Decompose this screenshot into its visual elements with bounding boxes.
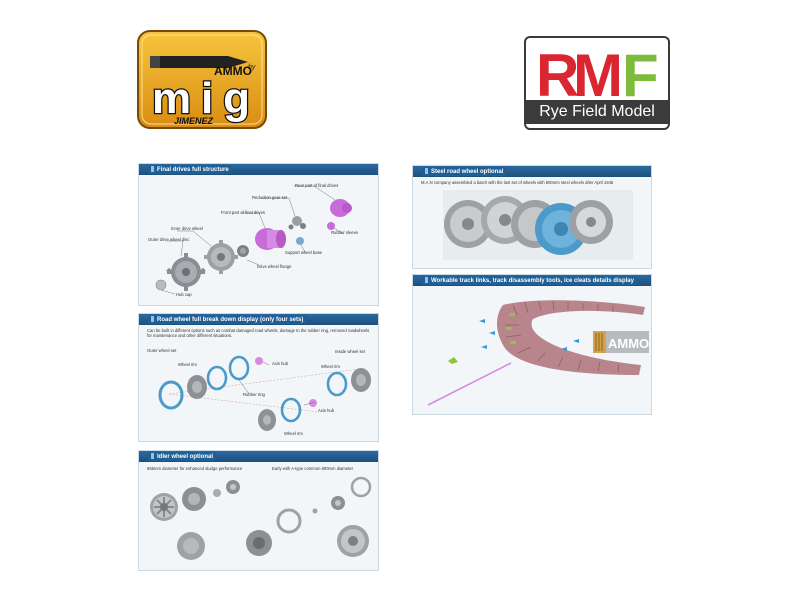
label-rubber-sleeve: Rubber sleeve [331,230,359,235]
front-part-final-drives-graphic [255,228,286,250]
outer-drive-wheel-disc-graphic [166,253,206,291]
road-wheel-description: Can be built in different options such a… [147,328,370,339]
steel-wheel-row [444,196,613,255]
label-rubber-ring: Rubber ring [243,392,265,397]
ammo-mig-logo: AMMO by mig JIMENEZ [136,29,268,130]
label-outer-wheel-set: Outer wheel set [147,348,177,353]
road-wheel-illustration [158,355,371,431]
label-inner-drive-wheel: Inner drive wheel [171,226,203,231]
track-disassembly-tool-graphic [427,362,512,406]
idler-wheel-panel: Idler wheel optional 665mm diameter for … [138,450,379,571]
ammo-badge-bg [593,331,649,353]
label-wheel-rim-right: Wheel rim [321,364,340,369]
idler-wheel-600mm-graphic [276,476,372,557]
rubber-sleeve-graphic [327,222,335,230]
steel-road-wheel-panel: Steel road wheel optional M.A.N company … [412,165,652,269]
ammo-small-text: AMMO [214,64,252,78]
rmf-letters-mark: R M F [536,44,659,102]
label-front-part: Front part of final drives [221,210,265,215]
label-support-wheel-base: Support wheel base [285,250,323,255]
ice-cleats-graphic [448,313,516,364]
ammo-by-text: by [248,64,256,71]
hub-cap-graphic [155,279,167,291]
reduction-gear-set-graphic [288,216,306,230]
panel-header [413,166,651,177]
label-665mm-option: 665mm diameter for enhanced sludge perfo… [147,466,243,471]
panel-title: Steel road wheel optional [422,167,507,176]
label-wheel-rim-bottom: Wheel rim [284,431,303,436]
svg-text:R: R [536,44,579,102]
label-axis-hub-top: Axis hub [272,361,289,366]
track-links-panel: Workable track links, track disassembly … [412,274,652,415]
svg-text:M: M [573,44,623,102]
axis-hub-graphic [255,357,263,365]
track-links-illustration: AMMO [427,300,649,406]
label-outer-drive-wheel-disc: Outer drive wheel disc [148,237,190,242]
panel-title: Road wheel full break down display (only… [148,315,307,324]
ammo-mig-emblem: AMMO by mig JIMENEZ [137,30,267,129]
rubber-ring-graphic [158,380,184,410]
panel-header [139,164,378,175]
svg-text:F: F [622,44,659,102]
label-inside-wheel-set: Inside wheel set [335,349,366,354]
road-wheel-panel: Road wheel full break down display (only… [138,313,379,442]
track-links-graphic [497,300,645,375]
ammo-badge-text: AMMO [608,336,649,351]
panel-title: Idler wheel optional [148,452,217,461]
panel-title: Workable track links, track disassembly … [422,276,637,285]
label-hub-cap: Hub cap [176,292,192,297]
mig-main-text: mig [152,74,250,123]
rear-part-final-drives-graphic [330,199,352,217]
support-wheel-base-graphic [296,237,304,245]
jimenez-text: JIMENEZ [174,116,214,126]
final-drives-illustration [155,185,352,295]
rye-field-model-logo: R M F Rye Field Model [524,36,670,130]
steel-road-wheels-illustration [443,190,633,260]
rye-field-model-text: Rye Field Model [526,100,668,124]
inner-drive-wheel-graphic [204,240,238,274]
idler-wheel-illustration [150,476,372,560]
label-axis-hub-bottom: Axis hub [318,408,335,413]
label-600mm-option: Early with A-type common 600mm diameter [272,466,353,471]
panel-header [139,451,378,462]
label-drive-wheel-flange: Drive wheel flange [257,264,292,269]
label-rear-part: Rear part of final drives [295,183,339,188]
panel-title: Final drives full structure [148,165,232,174]
steel-wheel-description: M.A.N company assembled a batch with the… [421,180,614,185]
label-reduction-gear: Reduction gear set [252,195,288,200]
arrow-indicators [479,319,579,351]
final-drives-panel: Final drives full structure [138,163,379,306]
label-wheel-rim-left: Wheel rim [178,362,197,367]
